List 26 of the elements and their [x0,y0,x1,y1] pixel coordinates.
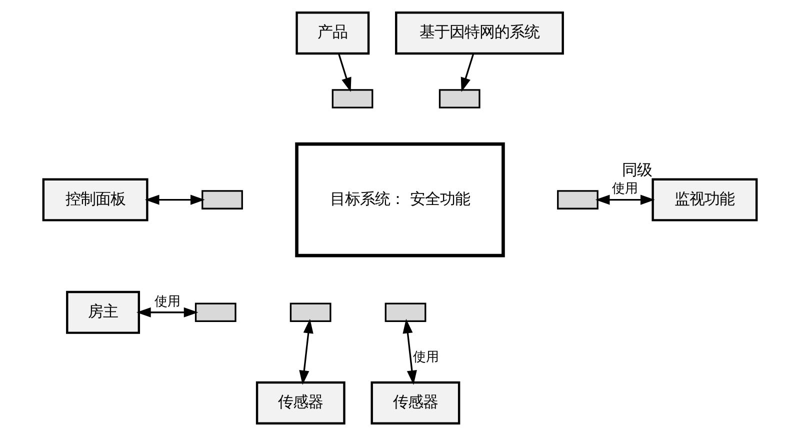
node-box: 监视功能 [652,178,758,222]
node-box: 目标系统： 安全功能 [295,142,505,258]
node-box [290,302,332,322]
arrow [144,194,205,205]
arrow [299,318,314,385]
node-box [438,89,480,108]
node-box: 产品 [296,12,370,55]
node-box: 传感器 [256,381,346,424]
arrow [402,318,417,385]
arrow [595,194,655,205]
node-box [202,190,243,210]
node-box: 房主 [66,290,140,334]
node-label: 同级 [622,161,652,180]
node-box [194,302,236,322]
node-box [557,190,598,210]
arrow [338,53,352,92]
edge-label: 使用 [154,294,180,310]
node-box: 控制面板 [42,178,148,222]
node-box [332,89,374,108]
node-box: 传感器 [370,381,460,424]
edge-label: 使用 [612,182,638,197]
node-box: 基于因特网的系统 [395,12,564,55]
node-box [384,302,426,322]
arrow [460,53,474,92]
arrow [136,307,198,318]
edge-label: 使用 [412,350,439,366]
